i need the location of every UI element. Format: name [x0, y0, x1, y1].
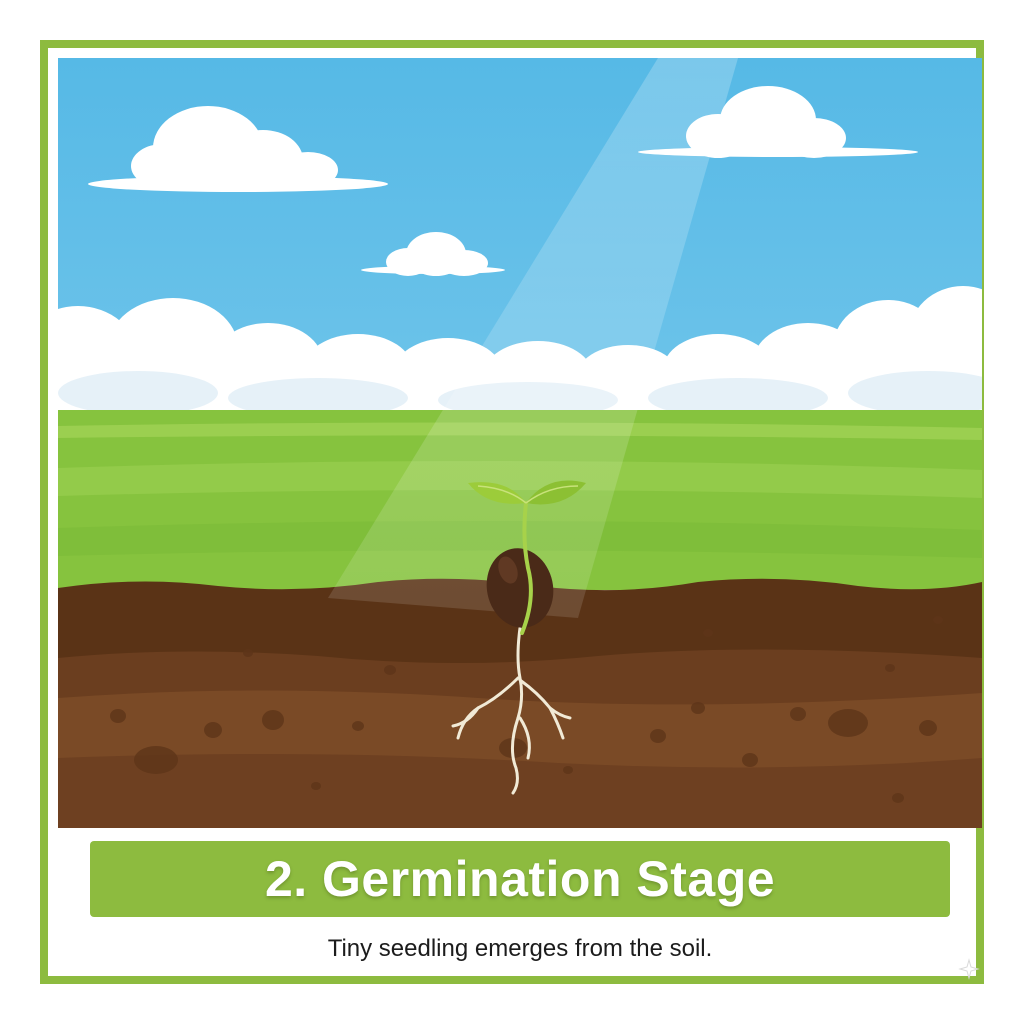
- seed: [486, 548, 554, 628]
- sunbeam: [328, 58, 738, 618]
- germination-illustration: [58, 58, 982, 828]
- cloud-left: [88, 106, 388, 192]
- cloud-small: [361, 232, 505, 276]
- sparkle-icon: [958, 958, 980, 980]
- seedling: [468, 480, 586, 635]
- stage-title-banner: 2. Germination Stage: [90, 841, 950, 917]
- soil: [58, 578, 982, 828]
- stage-card: 2. Germination Stage Tiny seedling emerg…: [40, 40, 984, 984]
- stage-title: 2. Germination Stage: [264, 851, 776, 907]
- roots: [451, 626, 572, 795]
- stage-caption: Tiny seedling emerges from the soil.: [327, 935, 713, 962]
